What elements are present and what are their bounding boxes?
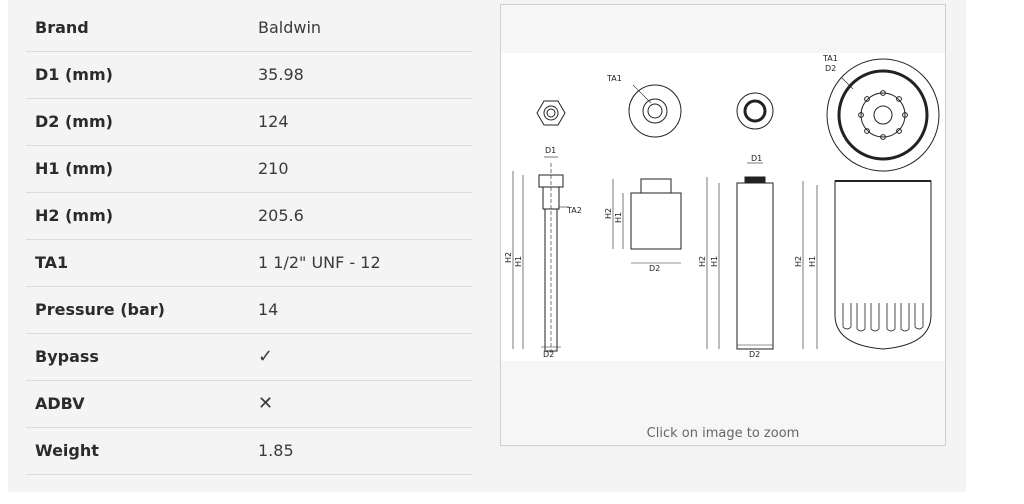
spec-row-pressure: Pressure (bar) 14 — [26, 286, 472, 334]
label-ta1: TA1 — [606, 74, 622, 83]
spec-row-bypass: Bypass ✓ — [26, 333, 472, 381]
spec-value: 210 — [258, 145, 472, 193]
spec-row-weight: Weight 1.85 — [26, 427, 472, 475]
specs-table: Brand Baldwin D1 (mm) 35.98 D2 (mm) 124 … — [26, 4, 472, 475]
spec-label: H1 (mm) — [26, 145, 258, 193]
spec-value: 35.98 — [258, 51, 472, 99]
spec-row-ta1: TA1 1 1/2" UNF - 12 — [26, 239, 472, 287]
label-d2: D2 — [543, 350, 554, 359]
label-d2: D2 — [649, 264, 660, 273]
label-h1: H1 — [710, 256, 719, 267]
label-h2: H2 — [604, 208, 613, 219]
spec-value: 124 — [258, 98, 472, 146]
label-h2: H2 — [794, 256, 803, 267]
technical-drawing-card[interactable]: TA1 TA2 D1 D2 H2 H1 D2 H2 H1 D1 D2 H2 H1… — [500, 4, 946, 446]
cartridge-top-view — [736, 92, 774, 130]
label-h2: H2 — [698, 256, 707, 267]
hex-nut-top-view — [536, 100, 566, 126]
spec-value: 205.6 — [258, 192, 472, 240]
spec-value: Baldwin — [258, 4, 472, 52]
technical-drawing[interactable]: TA1 TA2 D1 D2 H2 H1 D2 H2 H1 D1 D2 H2 H1… — [501, 53, 945, 361]
spec-label: D1 (mm) — [26, 51, 258, 99]
spec-label: Bypass — [26, 333, 258, 381]
spec-label: H2 (mm) — [26, 192, 258, 240]
label-h1: H1 — [514, 256, 523, 267]
label-h1: H1 — [614, 212, 623, 223]
spec-label: Pressure (bar) — [26, 286, 258, 334]
spec-value: 14 — [258, 286, 472, 334]
spec-row-adbv: ADBV ✕ — [26, 380, 472, 428]
spin-on-side-view — [834, 180, 932, 350]
label-d1: D1 — [545, 146, 556, 155]
spec-value: 1.85 — [258, 427, 472, 475]
check-icon: ✓ — [258, 333, 472, 381]
spec-row-h1: H1 (mm) 210 — [26, 145, 472, 193]
label-h2: H2 — [504, 252, 513, 263]
label-h1: H1 — [808, 256, 817, 267]
spec-row-d1: D1 (mm) 35.98 — [26, 51, 472, 99]
spec-row-d2: D2 (mm) 124 — [26, 98, 472, 146]
label-d2: D2 — [825, 64, 836, 73]
spec-label: ADBV — [26, 380, 258, 428]
spec-label: TA1 — [26, 239, 258, 287]
spec-label: Weight — [26, 427, 258, 475]
spec-label: D2 (mm) — [26, 98, 258, 146]
zoom-caption[interactable]: Click on image to zoom — [646, 426, 800, 441]
spec-row-h2: H2 (mm) 205.6 — [26, 192, 472, 240]
spec-value: 1 1/2" UNF - 12 — [258, 239, 472, 287]
spin-on-top-view — [826, 58, 940, 172]
label-ta2: TA2 — [566, 206, 582, 215]
filter-dimension-drawing: TA1 TA2 D1 D2 H2 H1 D2 H2 H1 D1 D2 H2 H1… — [504, 54, 940, 359]
cross-icon: ✕ — [258, 380, 472, 428]
label-ta1: TA1 — [822, 54, 838, 63]
spec-row-brand: Brand Baldwin — [26, 4, 472, 52]
short-filter-top-view — [628, 84, 682, 138]
label-d1: D1 — [751, 154, 762, 163]
label-d2: D2 — [749, 350, 760, 359]
spec-label: Brand — [26, 4, 258, 52]
